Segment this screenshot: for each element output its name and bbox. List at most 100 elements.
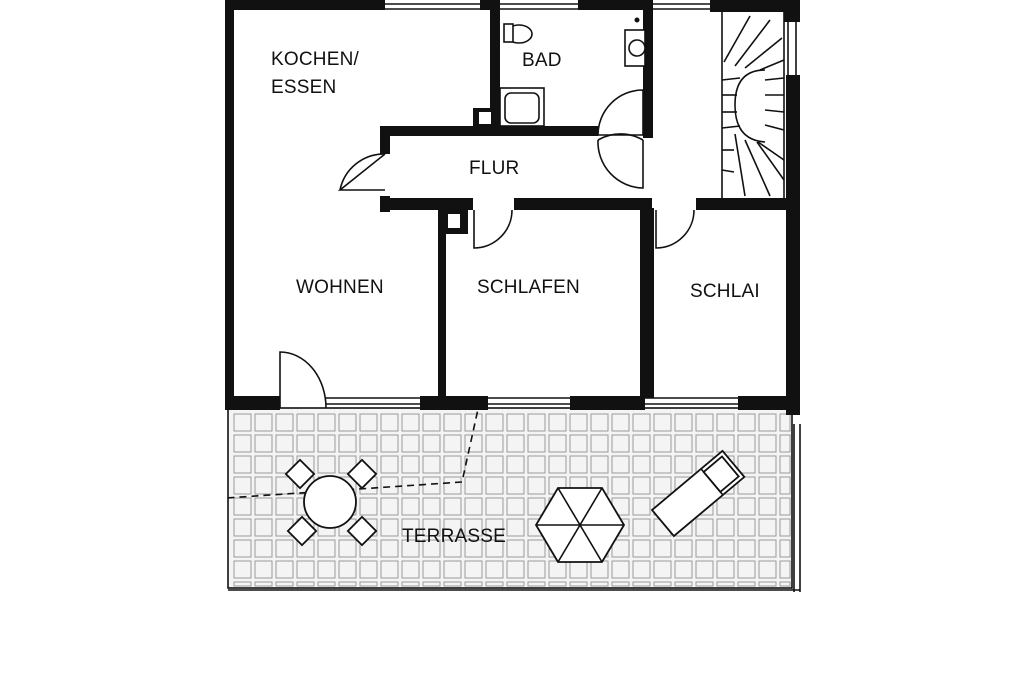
terrace-tile	[758, 581, 777, 587]
terrace-tile	[527, 476, 546, 495]
terrace-tile	[233, 518, 252, 537]
terrace-tile	[464, 497, 483, 516]
windows	[326, 3, 797, 405]
terrace-tile	[653, 455, 672, 474]
terrace-tile	[296, 434, 315, 453]
terrace-tile	[758, 497, 777, 516]
terrace-tile	[275, 581, 294, 587]
terrace-tile	[233, 476, 252, 495]
terrace-tile	[380, 581, 399, 587]
terrace-tile	[317, 581, 336, 587]
terrace-tile	[338, 581, 357, 587]
terrace-tile	[464, 581, 483, 587]
terrace-tile	[527, 413, 546, 432]
terrace-tile	[737, 455, 756, 474]
sun-lounger-icon	[650, 449, 746, 538]
terrace-tile	[485, 497, 504, 516]
terrace-tile	[338, 413, 357, 432]
terrace-tile	[779, 434, 791, 453]
terrace-tile	[758, 539, 777, 558]
terrace-tile	[275, 413, 294, 432]
terrace-tile	[401, 560, 420, 579]
terrace-tile	[779, 497, 791, 516]
terrace-tile	[401, 497, 420, 516]
room-label-bedroom1: SCHLAFEN	[477, 277, 580, 298]
terrace-tile	[611, 413, 630, 432]
terrace-tile	[632, 413, 651, 432]
terrace-tile	[695, 413, 714, 432]
terrace-tile	[443, 518, 462, 537]
terrace-tile	[737, 560, 756, 579]
terrace-tile	[338, 560, 357, 579]
toilet-icon	[503, 23, 533, 44]
terrace-tile	[317, 560, 336, 579]
terrace-tile	[443, 497, 462, 516]
terrace-tile	[695, 560, 714, 579]
terrace-tile	[254, 476, 273, 495]
terrace-tile	[569, 413, 588, 432]
terrace-tile	[674, 581, 693, 587]
terrace-tile	[758, 413, 777, 432]
terrace-tile	[653, 581, 672, 587]
terrace-tile	[485, 581, 504, 587]
terrace-tile	[233, 413, 252, 432]
terrace-tile	[653, 434, 672, 453]
terrace-tile	[464, 560, 483, 579]
terrace-tile	[464, 413, 483, 432]
terrace-tile	[590, 581, 609, 587]
terrace-tile	[380, 497, 399, 516]
terrace-tile	[464, 518, 483, 537]
terrace-tile	[464, 539, 483, 558]
terrace-tile	[527, 497, 546, 516]
terrace-tile	[737, 539, 756, 558]
terrace-tile	[527, 434, 546, 453]
terrace-tile	[716, 434, 735, 453]
terrace-tile	[317, 539, 336, 558]
terrace-tile	[737, 581, 756, 587]
terrace-tile	[422, 455, 441, 474]
terrace-tile	[779, 455, 791, 474]
terrace-tile	[611, 455, 630, 474]
terrace-tile	[653, 476, 672, 495]
terrace-tile	[485, 434, 504, 453]
terrace-tile	[443, 434, 462, 453]
terrace-tile	[485, 518, 504, 537]
terrace-tile	[611, 434, 630, 453]
terrace-tile	[758, 455, 777, 474]
terrace-tile	[422, 476, 441, 495]
terrace-tile	[275, 497, 294, 516]
terrace-tile	[443, 539, 462, 558]
terrace-tile	[716, 539, 735, 558]
terrace-tile	[233, 560, 252, 579]
terrace-tile	[233, 434, 252, 453]
doors	[279, 89, 695, 409]
terrace-tile	[569, 434, 588, 453]
terrace-tile	[254, 434, 273, 453]
terrace-tile	[506, 455, 525, 474]
terrace-tile	[443, 476, 462, 495]
terrace-tile	[233, 539, 252, 558]
terrace-tile	[401, 413, 420, 432]
terrace-tile	[359, 497, 378, 516]
terrace-tile	[401, 539, 420, 558]
terrace-tile	[632, 581, 651, 587]
terrace-tile	[443, 413, 462, 432]
terrace-tile	[716, 413, 735, 432]
bathtub-icon	[499, 87, 545, 127]
terrace-tile	[317, 434, 336, 453]
terrace-tile	[317, 455, 336, 474]
terrace-tile	[716, 518, 735, 537]
terrace-tile	[443, 455, 462, 474]
terrace-tile	[422, 413, 441, 432]
walls	[225, 0, 800, 415]
terrace-tile	[548, 581, 567, 587]
terrace-dashed-line	[225, 399, 481, 499]
room-label-bath: BAD	[522, 50, 562, 71]
room-label-bedroom2: SCHLAI	[690, 281, 760, 302]
terrace-tile	[695, 518, 714, 537]
terrace-tile	[359, 434, 378, 453]
terrace-tile	[380, 560, 399, 579]
terrace-tile	[485, 476, 504, 495]
terrace-tile	[485, 455, 504, 474]
terrace-tile	[359, 560, 378, 579]
